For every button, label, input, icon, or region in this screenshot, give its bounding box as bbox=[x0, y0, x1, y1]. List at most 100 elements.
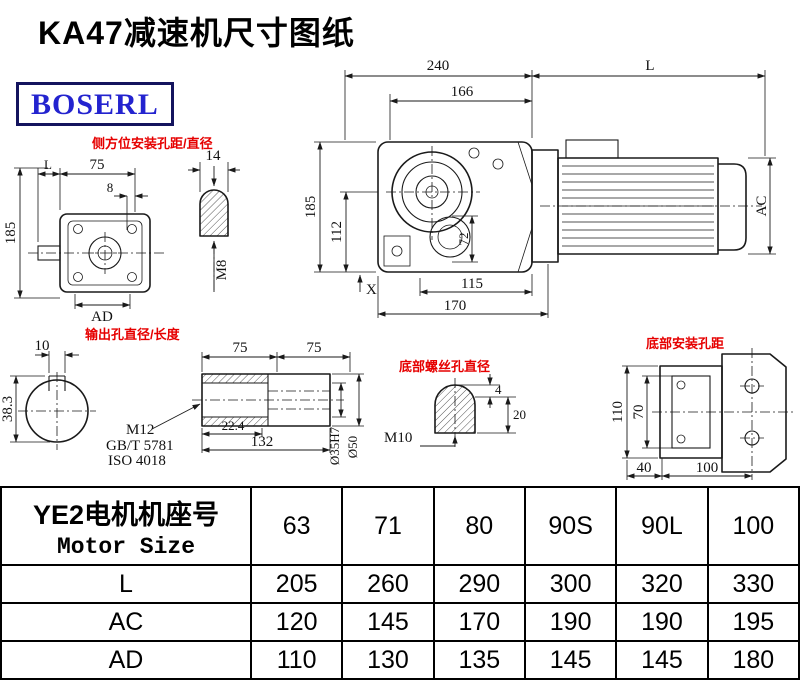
dim-40-label: 40 bbox=[637, 460, 652, 476]
table-cell-size: 90L bbox=[615, 486, 709, 566]
boserl-logo-text: BOSERL bbox=[31, 88, 159, 121]
side-view: L 75 8 185 AD bbox=[3, 157, 164, 325]
flange-notch bbox=[517, 141, 533, 273]
bottom-mount-view: 底部安装孔距 110 70 40 100 bbox=[610, 336, 794, 480]
output-hole-label: 输出孔直径/长度 bbox=[85, 327, 181, 342]
table-cell: 130 bbox=[341, 640, 435, 680]
dim-L-label: L bbox=[44, 157, 52, 172]
dim-132-label: 132 bbox=[251, 434, 274, 450]
bolt-hole bbox=[73, 224, 83, 234]
dim-240-label: 240 bbox=[427, 58, 450, 74]
row-label-AC: AC bbox=[0, 602, 252, 642]
main-assembly-view: 240 L 166 185 112 72 X 115 170 bbox=[303, 58, 776, 318]
table-cell: 190 bbox=[615, 602, 709, 642]
bolt-hole bbox=[127, 272, 137, 282]
dim-X-label: X bbox=[366, 282, 377, 298]
dim-115-label: 115 bbox=[461, 276, 483, 292]
dim-185-label: 185 bbox=[3, 222, 19, 245]
table-cell: 135 bbox=[432, 640, 526, 680]
bottom-mount-label: 底部安装孔距 bbox=[646, 336, 724, 351]
bolt-hole bbox=[676, 380, 686, 390]
table-cell: 190 bbox=[523, 602, 618, 642]
table-header-row: YE2电机机座号 Motor Size 63 71 80 90S 90L 100 bbox=[0, 486, 800, 566]
dia-35H7-label: Ø35H7 bbox=[327, 426, 342, 465]
table-cell: 205 bbox=[249, 564, 344, 604]
table-cell: 145 bbox=[523, 640, 618, 680]
table-row-AD: AD 110 130 135 145 145 180 bbox=[0, 640, 800, 680]
table-cell: 145 bbox=[341, 602, 435, 642]
output-hole-view: 输出孔直径/长度 10 38.3 bbox=[0, 327, 181, 450]
main-view-dimensions: 240 L 166 185 112 72 X 115 170 bbox=[303, 58, 776, 318]
side-mount-label: 侧方位安装孔距/直径 bbox=[92, 136, 213, 151]
table-cell: 195 bbox=[706, 602, 800, 642]
table-cell: 290 bbox=[432, 564, 526, 604]
page-title: KA47减速机尺寸图纸 bbox=[38, 15, 355, 51]
technical-drawing: 240 L 166 185 112 72 X 115 170 bbox=[0, 58, 794, 480]
centerlines bbox=[28, 232, 164, 274]
dim-AC-label: AC bbox=[754, 196, 770, 217]
motor-fins bbox=[562, 165, 714, 247]
thread-M8-label: M8 bbox=[214, 260, 230, 281]
dim-8-label: 8 bbox=[107, 180, 114, 195]
corner-pad bbox=[383, 235, 411, 267]
dim-4-label: 4 bbox=[495, 382, 502, 397]
mount-flange-outline bbox=[721, 353, 787, 473]
dim-75a-label: 75 bbox=[233, 340, 248, 356]
dim-L-label: L bbox=[645, 58, 654, 74]
dim-10-label: 10 bbox=[35, 338, 50, 354]
shaft-stub bbox=[37, 245, 61, 261]
table-cell-size: 80 bbox=[432, 486, 526, 566]
thread-M10-label: M10 bbox=[384, 430, 412, 446]
std-gb-label: GB/T 5781 bbox=[106, 438, 174, 454]
table-row-L: L 205 260 290 300 320 330 bbox=[0, 564, 800, 604]
bolt-hole bbox=[468, 147, 480, 159]
dim-20-label: 20 bbox=[513, 407, 526, 422]
table-cell: 330 bbox=[706, 564, 800, 604]
table-cell-size: 90S bbox=[523, 486, 618, 566]
table-cell: 260 bbox=[341, 564, 435, 604]
dim-22-4-label: 22.4 bbox=[222, 418, 245, 433]
plug-section bbox=[199, 189, 229, 237]
table-cell: 320 bbox=[615, 564, 709, 604]
gearbox-outline bbox=[377, 141, 533, 273]
table-cell-size: 71 bbox=[341, 486, 435, 566]
bottom-screw-label: 底部螺丝孔直径 bbox=[399, 359, 490, 374]
shaft-detail-view: 75 75 22.4 132 M12 GB/T 5781 ISO 4018 Ø3… bbox=[106, 340, 364, 469]
thread-M12-label: M12 bbox=[126, 422, 154, 438]
table-cell-size: 100 bbox=[706, 486, 800, 566]
dim-38-3-label: 38.3 bbox=[0, 396, 16, 422]
bolt-hole bbox=[73, 272, 83, 282]
dim-75b-label: 75 bbox=[307, 340, 322, 356]
dim-170-label: 170 bbox=[444, 298, 467, 314]
table-cell-size: 63 bbox=[249, 486, 344, 566]
bottom-screw-detail: 底部螺丝孔直径 4 20 M10 bbox=[384, 359, 526, 450]
gearbox-centerlines bbox=[386, 146, 480, 240]
dim-72-label: 72 bbox=[456, 233, 471, 246]
row-label-L: L bbox=[0, 564, 252, 604]
table-cell: 120 bbox=[249, 602, 344, 642]
side-view-dimensions: L 75 8 185 AD bbox=[3, 157, 148, 325]
std-iso-label: ISO 4018 bbox=[108, 453, 166, 469]
dim-14-label: 14 bbox=[206, 148, 222, 164]
fan-cover bbox=[718, 163, 747, 251]
dim-110-label: 110 bbox=[610, 401, 626, 423]
dia-50-label: Ø50 bbox=[345, 436, 360, 458]
dim-112-label: 112 bbox=[329, 221, 345, 243]
side-hole-detail: 侧方位安装孔距/直径 14 M8 bbox=[92, 136, 240, 292]
table-cell: 180 bbox=[706, 640, 800, 680]
motor-size-header-cell: YE2电机机座号 Motor Size bbox=[0, 486, 252, 566]
boserl-logo: BOSERL bbox=[16, 82, 174, 126]
table-cell: 110 bbox=[249, 640, 344, 680]
table-row-AC: AC 120 145 170 190 190 195 bbox=[0, 602, 800, 642]
bolt-hole bbox=[492, 158, 504, 170]
header-cn: YE2电机机座号 bbox=[32, 499, 220, 530]
table-cell: 300 bbox=[523, 564, 618, 604]
bolt-hole bbox=[676, 434, 686, 444]
table-cell: 145 bbox=[615, 640, 709, 680]
dim-185-label: 185 bbox=[303, 196, 319, 219]
row-label-AD: AD bbox=[0, 640, 252, 680]
dim-70-label: 70 bbox=[631, 405, 647, 420]
dim-75-label: 75 bbox=[90, 157, 105, 173]
dim-166-label: 166 bbox=[451, 84, 474, 100]
